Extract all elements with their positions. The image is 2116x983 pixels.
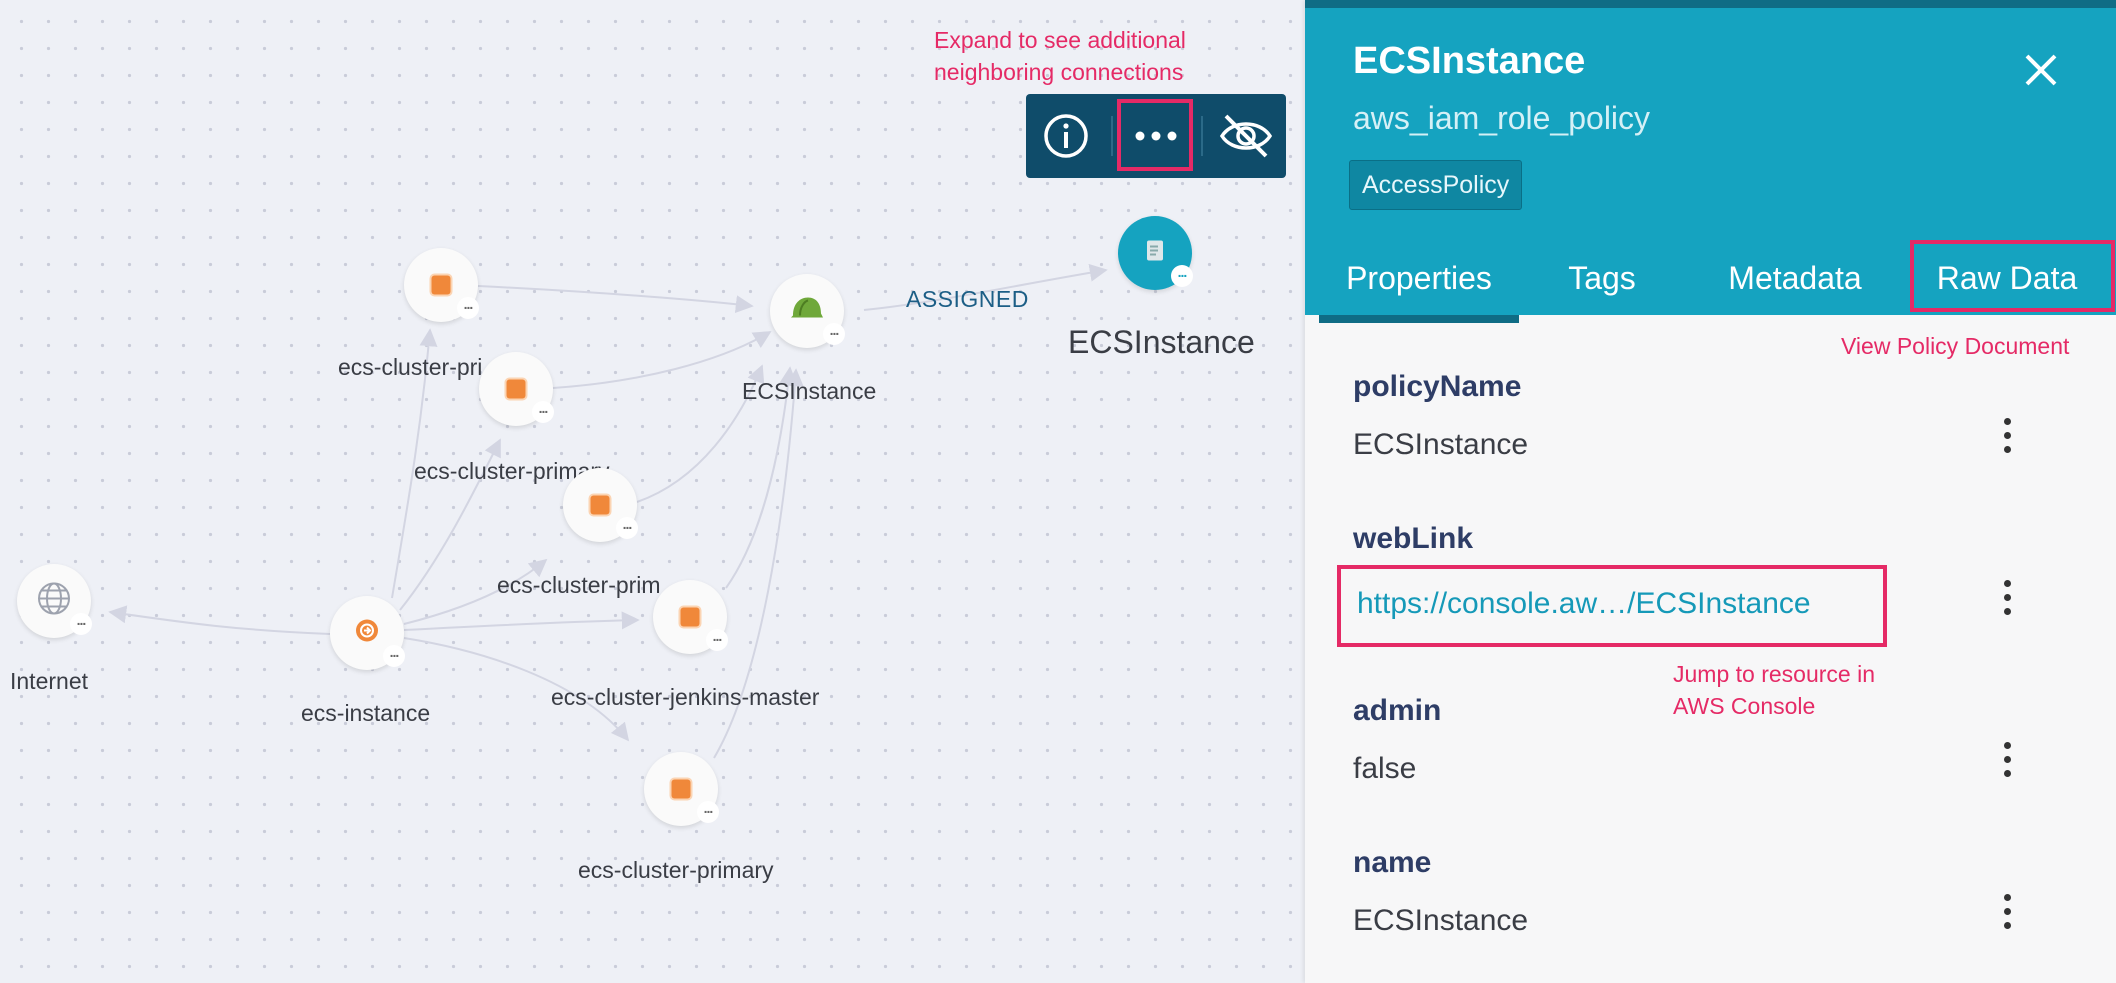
field-value-admin: false	[1353, 752, 1417, 785]
toolbar-divider	[1201, 116, 1203, 156]
info-button[interactable]	[1026, 94, 1106, 178]
graph-node-instance[interactable]: ...	[404, 248, 479, 322]
graph-node-instance[interactable]: ...	[653, 580, 728, 654]
field-menu-button[interactable]	[1997, 742, 2017, 786]
node-more-badge[interactable]: ...	[616, 517, 638, 539]
node-label-selected: ECSInstance	[1068, 324, 1255, 360]
tab-properties[interactable]: Properties	[1346, 260, 1492, 296]
close-icon	[2025, 54, 2057, 86]
graph-node-selected[interactable]: ...	[1118, 216, 1193, 290]
field-label-policyname: policyName	[1353, 370, 1522, 403]
info-icon	[1044, 114, 1088, 158]
kebab-icon	[2003, 742, 2011, 749]
raw-data-highlight	[1910, 240, 2115, 312]
globe-icon	[37, 582, 71, 621]
tab-metadata[interactable]: Metadata	[1728, 260, 1862, 296]
more-horizontal-icon	[1135, 131, 1177, 141]
close-button[interactable]	[2015, 44, 2067, 96]
jump-annotation: Jump to resource in AWS Console	[1673, 661, 1875, 719]
node-more-badge[interactable]: ...	[706, 629, 728, 651]
panel-title: ECSInstance	[1353, 40, 1586, 82]
node-label-instance: ecs-cluster-jenkins-master	[551, 684, 820, 710]
ec2-instance-icon	[506, 379, 526, 399]
ec2-instance-icon	[671, 779, 691, 799]
node-more-badge[interactable]: ...	[532, 401, 554, 423]
graph-node-instance[interactable]: ...	[479, 352, 554, 426]
node-more-badge[interactable]: ...	[697, 801, 719, 823]
node-label-instance: ecs-cluster-prim	[497, 572, 661, 598]
field-label-weblink: webLink	[1353, 522, 1474, 555]
graph-node-instance[interactable]: ...	[644, 752, 719, 826]
graph-node-instance[interactable]: ...	[563, 468, 638, 542]
node-label-role: ECSInstance	[742, 378, 877, 404]
field-menu-button[interactable]	[1997, 418, 2017, 462]
field-value-policyname: ECSInstance	[1353, 428, 1529, 461]
node-more-badge[interactable]: ...	[70, 613, 92, 635]
ec2-instance-icon	[680, 607, 700, 627]
graph-node-internet[interactable]: ...	[17, 564, 92, 638]
field-value-name: ECSInstance	[1353, 904, 1529, 937]
weblink-link[interactable]: https://console.aw…/ECSInstance	[1357, 587, 1811, 620]
hide-node-button[interactable]	[1206, 94, 1286, 178]
graph-node-instance-profile[interactable]: ...	[330, 596, 405, 670]
node-label-instance-profile: ecs-instance	[301, 700, 431, 726]
node-label-instance: ecs-cluster-pri	[338, 354, 483, 380]
tab-tags[interactable]: Tags	[1568, 260, 1636, 296]
kebab-icon	[2003, 580, 2011, 587]
kebab-icon	[2003, 894, 2011, 901]
edge-label-assigned: ASSIGNED	[906, 286, 1029, 312]
node-label-instance: ecs-cluster-primary	[578, 857, 774, 883]
eye-off-icon	[1219, 114, 1273, 158]
expand-annotation: Expand to see additional neighboring con…	[934, 27, 1186, 85]
toolbar-divider	[1111, 116, 1113, 156]
details-panel: ECSInstance aws_iam_role_policy AccessPo…	[1305, 0, 2116, 983]
node-more-badge[interactable]: ...	[823, 323, 845, 345]
view-policy-annotation: View Policy Document	[1841, 333, 2070, 359]
field-menu-button[interactable]	[1997, 894, 2017, 938]
field-label-admin: admin	[1353, 694, 1442, 727]
ec2-instance-icon	[431, 275, 451, 295]
graph-canvas[interactable]: Expand to see additional neighboring con…	[0, 0, 1305, 983]
graph-node-role[interactable]: ...	[770, 274, 845, 348]
node-more-badge[interactable]: ...	[383, 645, 405, 667]
tab-raw-data[interactable]: Raw Data	[1936, 260, 2078, 296]
type-badge: AccessPolicy	[1349, 160, 1523, 210]
expand-button-highlight	[1117, 99, 1193, 171]
node-more-badge[interactable]: ...	[457, 297, 479, 319]
expand-neighbors-button[interactable]	[1116, 94, 1196, 178]
field-label-name: name	[1353, 846, 1432, 879]
active-tab-indicator	[1319, 315, 1519, 323]
ec2-instance-icon	[590, 495, 610, 515]
graph-edges	[108, 263, 1108, 759]
weblink-highlight	[1337, 565, 1887, 647]
panel-subtitle: aws_iam_role_policy	[1353, 100, 1651, 136]
node-more-badge[interactable]: ...	[1171, 265, 1193, 287]
instance-profile-icon	[355, 619, 379, 648]
iam-role-helmet-icon	[790, 296, 824, 327]
node-toolbar	[1026, 94, 1286, 178]
node-label-internet: Internet	[10, 668, 88, 694]
panel-header: ECSInstance aws_iam_role_policy AccessPo…	[1305, 0, 2116, 323]
kebab-icon	[2003, 418, 2011, 425]
field-menu-button[interactable]	[1997, 580, 2017, 624]
policy-document-icon	[1146, 240, 1164, 267]
